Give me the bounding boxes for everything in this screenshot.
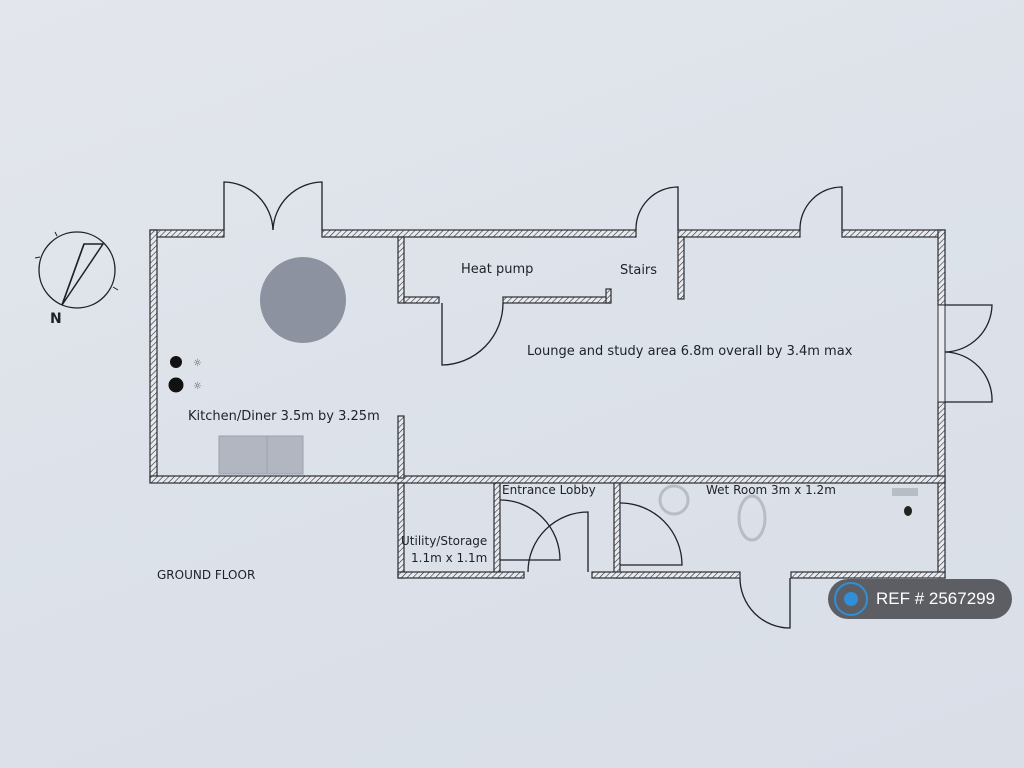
room-label-utility: Utility/Storage [401,534,487,548]
basin-icon [658,484,690,516]
light-icon: ☼ [193,358,202,369]
home-icon [834,582,868,616]
floor-title: GROUND FLOOR [157,568,255,582]
compass-north-label: N [50,311,62,327]
reference-badge: REF # 2567299 [828,579,1012,619]
sink-icon [218,435,304,475]
dining-table-icon [260,257,346,343]
hob-icon [168,377,184,393]
room-label-entrance: Entrance Lobby [502,483,596,497]
room-label-utility-size: 1.1m x 1.1m [411,551,487,565]
compass-icon: N [34,231,119,327]
room-label-lounge: Lounge and study area 6.8m overall by 3.… [527,344,853,359]
room-label-heat-pump: Heat pump [461,262,533,277]
room-label-wet-room: Wet Room 3m x 1.2m [706,483,836,497]
hob-icon [170,356,182,368]
light-icon: ☼ [193,381,202,392]
doors [223,181,993,629]
toilet-icon [737,494,767,542]
reference-number: REF # 2567299 [876,589,996,608]
shower-drain-icon [904,506,912,516]
room-label-kitchen: Kitchen/Diner 3.5m by 3.25m [188,409,380,424]
room-label-stairs: Stairs [620,263,657,278]
shower-icon [892,488,918,496]
walls [149,229,946,579]
